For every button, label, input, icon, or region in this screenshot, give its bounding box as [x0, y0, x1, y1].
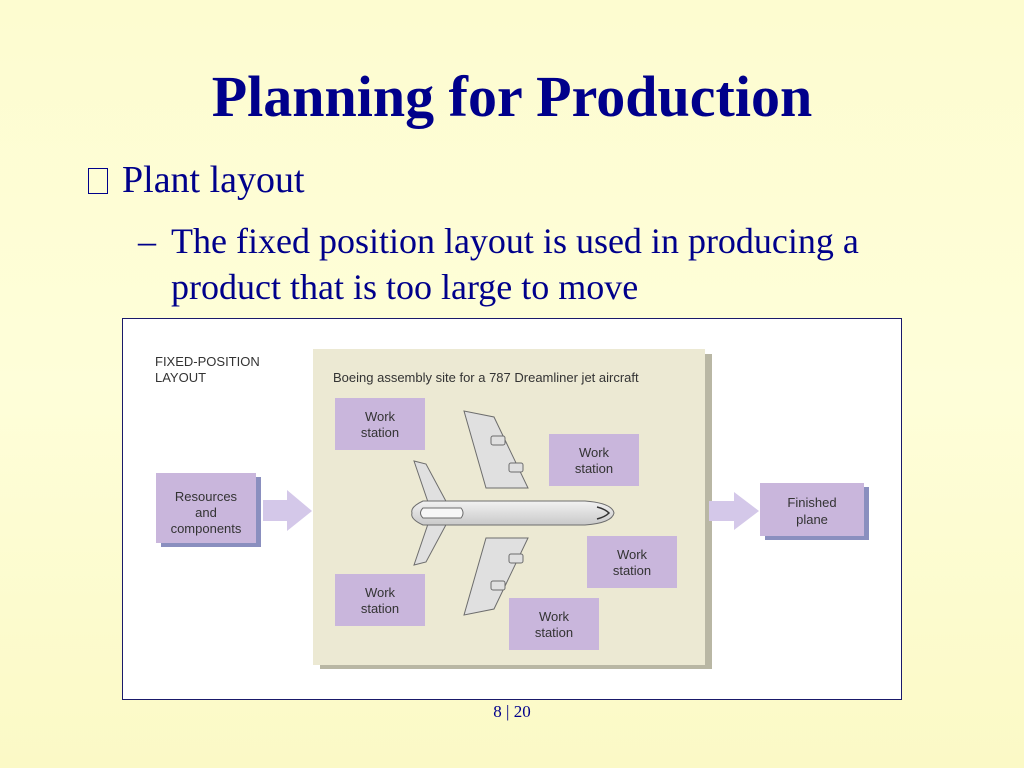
work-station-3-line-2: station	[613, 563, 651, 578]
work-station-3-line-1: Work	[617, 547, 648, 562]
work-station-1: Work station	[335, 398, 425, 450]
input-box	[156, 473, 256, 543]
output-line-1: Finished	[787, 495, 836, 510]
work-station-4: Work station	[335, 574, 425, 626]
sub-bullet-line-1: The fixed position layout is used in pro…	[171, 221, 859, 261]
output-arrow-icon	[709, 492, 759, 530]
work-station-4-line-2: station	[361, 601, 399, 616]
work-station-3: Work station	[587, 536, 677, 588]
input-line-1: Resources	[175, 489, 238, 504]
site-caption: Boeing assembly site for a 787 Dreamline…	[333, 370, 639, 385]
bullet-text: Plant layout	[122, 159, 305, 201]
work-station-2: Work station	[549, 434, 639, 486]
output-line-2: plane	[796, 512, 828, 527]
work-station-5-line-1: Work	[539, 609, 570, 624]
work-station-5-line-2: station	[535, 625, 573, 640]
input-arrow-icon	[263, 490, 312, 531]
sub-bullet-dash: –	[138, 221, 156, 261]
diagram-svg: FIXED-POSITION LAYOUT Boeing assembly si…	[155, 349, 869, 669]
input-line-3: components	[171, 521, 242, 536]
work-station-4-line-1: Work	[365, 585, 396, 600]
layout-label-line-1: FIXED-POSITION	[155, 354, 260, 369]
sub-bullet: – The fixed position layout is used in p…	[138, 218, 978, 310]
bullet-box-icon	[88, 168, 108, 194]
bullet-plant-layout: Plant layout	[88, 156, 305, 204]
work-station-1-line-2: station	[361, 425, 399, 440]
page-number: 8 | 20	[493, 702, 531, 721]
airplane-icon	[411, 410, 615, 616]
sub-bullet-line-2: product that is too large to move	[171, 267, 639, 307]
layout-label-line-2: LAYOUT	[155, 370, 206, 385]
work-station-2-line-2: station	[575, 461, 613, 476]
work-station-1-line-1: Work	[365, 409, 396, 424]
fixed-position-layout-figure: FIXED-POSITION LAYOUT Boeing assembly si…	[122, 318, 902, 700]
output-box	[760, 483, 864, 536]
work-station-2-line-1: Work	[579, 445, 610, 460]
slide-title: Planning for Production	[211, 64, 813, 129]
work-station-5: Work station	[509, 598, 599, 650]
input-line-2: and	[195, 505, 217, 520]
